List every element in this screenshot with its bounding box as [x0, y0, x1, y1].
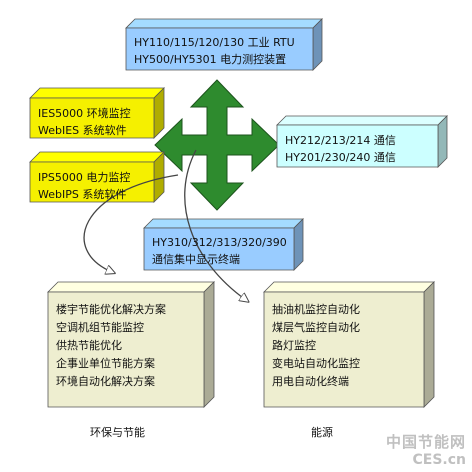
- env-line-4: 企事业单位节能方案: [56, 357, 155, 370]
- box-top-face: [143, 218, 304, 229]
- ies-box: [29, 87, 165, 139]
- box-side-face: [203, 281, 215, 408]
- ies-line-2: WebIES 系统软件: [38, 124, 127, 137]
- energy-box-text: 抽油机监控自动化 煤层气监控自动化 路灯监控 变电站自动化监控 用电自动化终端: [272, 301, 360, 391]
- box-top-face: [47, 281, 215, 293]
- env-line-2: 空调机组节能监控: [56, 321, 144, 334]
- box-top-face: [276, 115, 448, 126]
- box-front-face: [47, 291, 205, 408]
- box-top-face: [125, 18, 323, 29]
- rtu-line-2: HY500/HY5301 电力测控装置: [134, 53, 287, 66]
- box-side-face: [293, 218, 304, 271]
- curved-arrow-left: [83, 174, 179, 272]
- caption-right: 能源: [311, 426, 333, 439]
- box-top-face: [29, 87, 165, 99]
- box-front-face: [125, 27, 314, 71]
- display-line-1: HY310/312/313/320/390: [152, 236, 287, 249]
- energy-line-5: 用电自动化终端: [272, 375, 349, 388]
- watermark-cn: 中国节能网: [385, 433, 466, 451]
- box-side-face: [437, 115, 448, 168]
- energy-line-1: 抽油机监控自动化: [272, 303, 360, 316]
- ies-box-text: IES5000 环境监控 WebIES 系统软件: [38, 105, 131, 139]
- box-side-face: [312, 18, 323, 71]
- energy-line-3: 路灯监控: [272, 339, 316, 352]
- caption-left: 环保与节能: [90, 426, 145, 439]
- ips-line-1: IPS5000 电力监控: [38, 171, 131, 184]
- display-box: [143, 218, 304, 271]
- rtu-box: [125, 18, 323, 71]
- env-solutions-box: [47, 281, 215, 408]
- energy-line-2: 煤层气监控自动化: [272, 321, 360, 334]
- four-way-arrow-icon: [154, 79, 280, 211]
- display-box-text: HY310/312/313/320/390 通信集中显示终端: [152, 234, 287, 268]
- curved-arrow-right: [184, 149, 246, 300]
- ips-box-text: IPS5000 电力监控 WebIPS 系统软件: [38, 169, 130, 203]
- comm-line-2: HY201/230/240 通信: [285, 151, 396, 164]
- box-top-face: [29, 151, 165, 163]
- comm-line-1: HY212/213/214 通信: [285, 134, 396, 147]
- comm-box-text: HY212/213/214 通信 HY201/230/240 通信: [285, 132, 396, 166]
- four-way-arrow-shape: [154, 79, 280, 211]
- comm-box: [276, 115, 448, 168]
- display-line-2: 通信集中显示终端: [152, 253, 240, 266]
- watermark-en: CES.cn: [412, 452, 466, 468]
- box-side-face: [423, 281, 435, 408]
- env-line-3: 供热节能优化: [56, 339, 122, 352]
- ies-line-1: IES5000 环境监控: [38, 107, 131, 120]
- watermark-logo: 中国节能网 CES.cn: [386, 431, 466, 468]
- box-front-face: [143, 227, 295, 271]
- env-box-text: 楼宇节能优化解决方案 空调机组节能监控 供热节能优化 企事业单位节能方案 环境自…: [56, 301, 166, 391]
- box-front-face: [29, 97, 155, 139]
- box-top-face: [263, 281, 435, 293]
- rtu-line-1: HY110/115/120/130 工业 RTU: [134, 36, 295, 49]
- ips-line-2: WebIPS 系统软件: [38, 188, 127, 201]
- rtu-box-text: HY110/115/120/130 工业 RTU HY500/HY5301 电力…: [134, 34, 295, 68]
- box-front-face: [263, 291, 425, 408]
- env-line-1: 楼宇节能优化解决方案: [56, 303, 166, 316]
- box-front-face: [276, 124, 439, 168]
- energy-solutions-box: [263, 281, 435, 408]
- env-line-5: 环境自动化解决方案: [56, 375, 155, 388]
- energy-line-4: 变电站自动化监控: [272, 357, 360, 370]
